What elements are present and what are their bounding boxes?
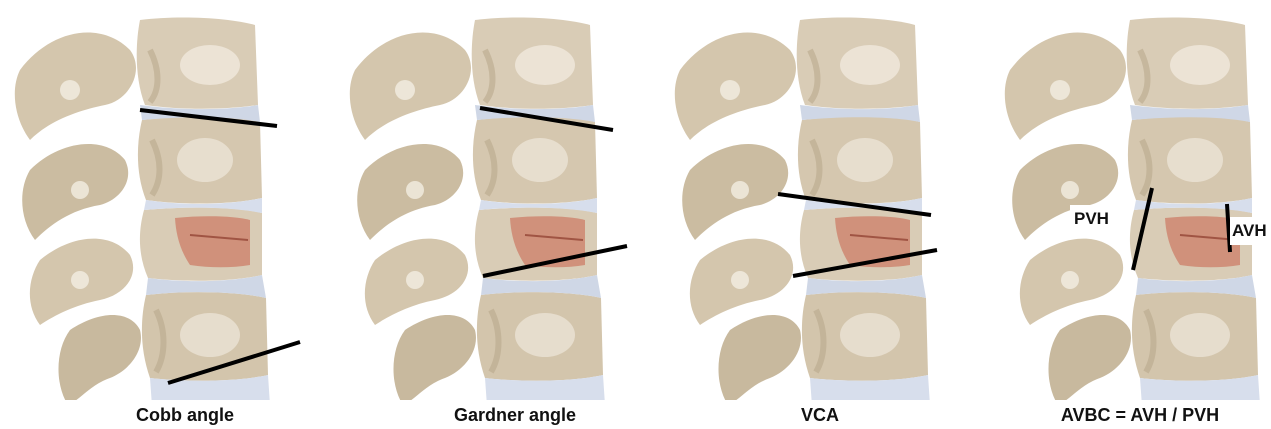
spine-illustration [335,0,645,400]
caption-vca: VCA [770,405,870,429]
panel-cobb-angle: Cobb angle [0,0,310,429]
label-avh: AVH [1230,217,1271,245]
spine-illustration [0,0,310,400]
label-pvh: PVH [1070,205,1113,233]
spine-illustration [660,0,960,400]
caption-gardner-angle: Gardner angle [405,405,625,429]
panel-avbc: PVH AVH AVBC = AVH / PVH [990,0,1271,429]
spine-illustration [990,0,1271,400]
panel-gardner-angle: Gardner angle [335,0,645,429]
caption-cobb-angle: Cobb angle [85,405,285,429]
panel-vca: VCA [660,0,960,429]
caption-avbc: AVBC = AVH / PVH [1040,405,1240,429]
